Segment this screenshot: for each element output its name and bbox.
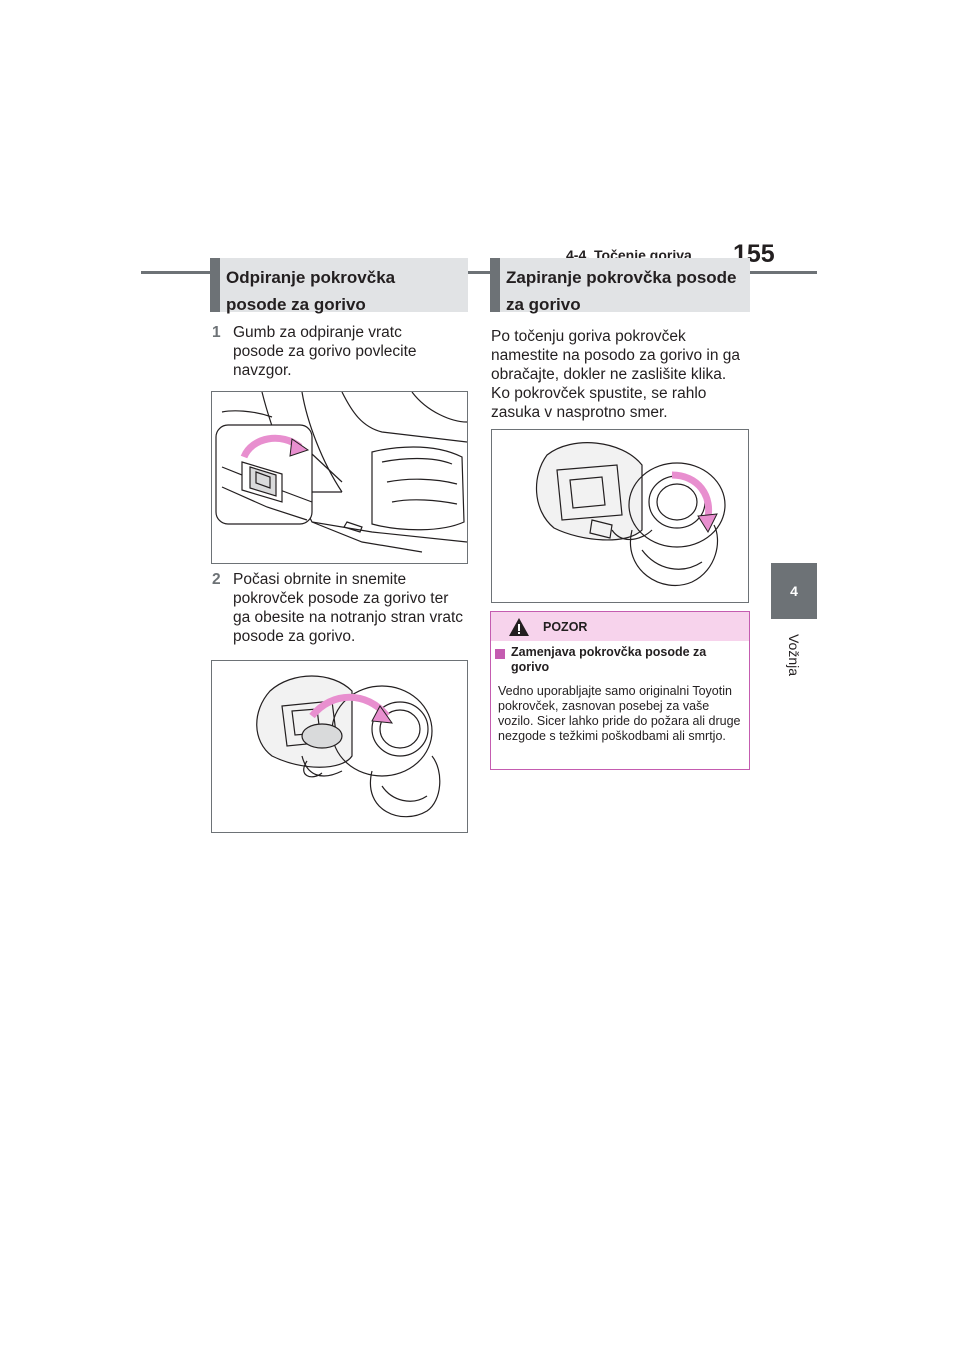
figure-open-lever [211,391,468,564]
step-1: 1 Gumb za odpiranje vratc posode za gori… [212,323,462,381]
left-section-heading: Odpiranje pokrovčka posode za gorivo [210,258,468,314]
step-number: 2 [212,571,221,588]
closing-instructions: Po točenju goriva pokrovček namestite na… [491,328,741,421]
illustration-fuel-door-lever [215,392,467,553]
figure-close-cap [491,429,749,603]
warning-title: POZOR [543,620,588,634]
warning-body: Vedno uporabljajte samo originalni Toyot… [498,684,741,743]
figure-remove-cap [211,660,468,833]
warning-bullet [495,649,505,659]
chapter-tab: 4 [771,563,817,619]
warning-triangle-icon [509,618,529,636]
chapter-label: Vožnja [786,633,802,677]
warning-subheading: Zamenjava pokrovčka posode za gorivo [511,645,707,674]
right-section-heading: Zapiranje pokrovčka posode za gorivo [490,258,750,314]
warning-header: POZOR [491,612,749,641]
warning-box: POZOR Zamenjava pokrovčka posode za gori… [490,611,750,770]
header-rule [141,271,817,274]
step-text: Gumb za odpiranje vratc posode za gorivo… [233,324,417,379]
step-number: 1 [212,324,221,341]
illustration-remove-cap [256,675,441,818]
step-2: 2 Počasi obrnite in snemite pokrovček po… [212,570,464,648]
step-text: Počasi obrnite in snemite pokrovček poso… [233,571,464,645]
illustration-close-cap [536,442,726,587]
